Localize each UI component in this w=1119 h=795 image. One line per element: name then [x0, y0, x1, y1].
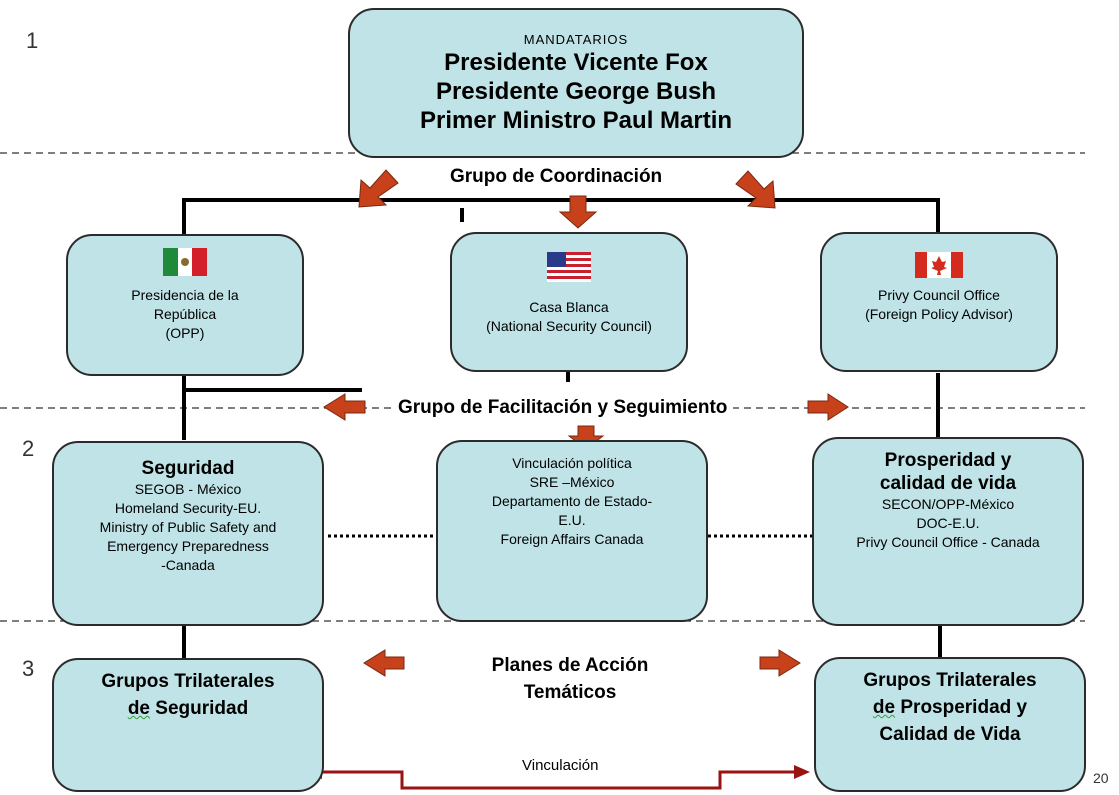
seguridad-box: Seguridad SEGOB - México Homeland Securi… — [52, 441, 324, 626]
vinculacion-link — [320, 770, 796, 790]
grupos-seguridad-line2: de Seguridad — [128, 695, 248, 722]
grupos-prosperidad-line3: Calidad de Vida — [879, 724, 1021, 745]
arrow-coord-down — [558, 195, 598, 229]
arrow-facil-left — [323, 393, 366, 421]
grupos-prosperidad-box: Grupos Trilaterales de Prosperidad y Cal… — [814, 657, 1086, 792]
us-office-line: (National Security Council) — [486, 318, 652, 334]
coordination-connector — [182, 198, 940, 234]
us-office-line: Casa Blanca — [529, 299, 609, 315]
mandatarios-heading: MANDATARIOS — [523, 32, 629, 47]
seguridad-line: Emergency Preparedness — [107, 538, 269, 554]
arrow-facil-right — [807, 393, 849, 421]
arrow-coord-left — [358, 169, 399, 208]
mandatario-line: Presidente George Bush — [435, 78, 717, 105]
mexico-office-line: República — [153, 306, 217, 322]
coordination-label: Grupo de Coordinación — [442, 166, 671, 188]
vinculacion-politica-line: E.U. — [558, 512, 586, 528]
arrow-planes-left — [363, 649, 405, 677]
grupos-prosperidad-line2: de Prosperidad y — [873, 694, 1027, 721]
mandatarios-box: MANDATARIOS Presidente Vicente Fox Presi… — [348, 8, 804, 158]
grupos-prosperidad-de: de — [872, 697, 896, 718]
seguridad-line: SEGOB - México — [134, 481, 242, 497]
seguridad-line: Homeland Security-EU. — [114, 500, 262, 516]
canada-office-box: Privy Council Office (Foreign Policy Adv… — [820, 232, 1058, 372]
prosperidad-line: DOC-E.U. — [916, 515, 980, 531]
seguridad-line: -Canada — [161, 557, 215, 573]
prosperidad-title: calidad de vida — [879, 473, 1017, 494]
arrow-coord-right — [735, 170, 776, 209]
planes-label: Planes de Acción Temáticos — [440, 652, 700, 706]
usa-flag-icon — [547, 252, 591, 282]
mexico-office-box: Presidencia de la República (OPP) — [66, 234, 304, 376]
grupos-seguridad-rest: Seguridad — [150, 698, 249, 719]
vinculacion-label: Vinculación — [522, 757, 599, 774]
prosperidad-line: SECON/OPP-México — [881, 496, 1015, 512]
vinculacion-arrowhead-right — [794, 765, 810, 779]
vinculacion-politica-line: Departamento de Estado- — [491, 493, 653, 509]
vinculacion-politica-box: Vinculación política SRE –México Departa… — [436, 440, 708, 622]
us-office-box: Casa Blanca (National Security Council) — [450, 232, 688, 372]
prosperidad-line: Privy Council Office - Canada — [856, 534, 1040, 550]
grupos-prosperidad-rest: Prosperidad y — [895, 697, 1028, 718]
grupos-seguridad-box: Grupos Trilaterales de Seguridad — [52, 658, 324, 792]
planes-line: Planes de Acción — [491, 655, 649, 676]
prosperidad-title: Prosperidad y — [884, 450, 1012, 471]
canada-flag-icon — [915, 252, 963, 278]
arrow-planes-right — [759, 649, 801, 677]
vinculacion-politica-line: Vinculación política — [512, 455, 632, 471]
vinculacion-politica-line: SRE –México — [529, 474, 615, 490]
mexico-office-line: (OPP) — [165, 325, 205, 341]
canada-office-line: Privy Council Office — [878, 287, 1000, 303]
mandatario-line: Primer Ministro Paul Martin — [419, 107, 733, 134]
mexico-office-line: Presidencia de la — [131, 287, 239, 303]
level-number-3: 3 — [22, 656, 35, 681]
vinculacion-politica-line: Foreign Affairs Canada — [500, 531, 644, 547]
facilitation-label: Grupo de Facilitación y Seguimiento — [392, 397, 734, 419]
canada-office-line: (Foreign Policy Advisor) — [865, 306, 1013, 322]
prosperidad-box: Prosperidad y calidad de vida SECON/OPP-… — [812, 437, 1084, 626]
grupos-seguridad-line1: Grupos Trilaterales — [101, 671, 275, 692]
planes-line: Temáticos — [523, 682, 617, 703]
seguridad-title: Seguridad — [141, 458, 235, 479]
mandatario-line: Presidente Vicente Fox — [444, 49, 708, 76]
page-number: 20 — [1093, 770, 1109, 786]
grupos-seguridad-de: de — [127, 698, 150, 719]
level-number-2: 2 — [22, 436, 35, 461]
mexico-flag-icon — [163, 248, 207, 276]
level-number-1: 1 — [26, 28, 39, 53]
seguridad-line: Ministry of Public Safety and — [99, 519, 277, 535]
grupos-prosperidad-line1: Grupos Trilaterales — [863, 670, 1037, 691]
